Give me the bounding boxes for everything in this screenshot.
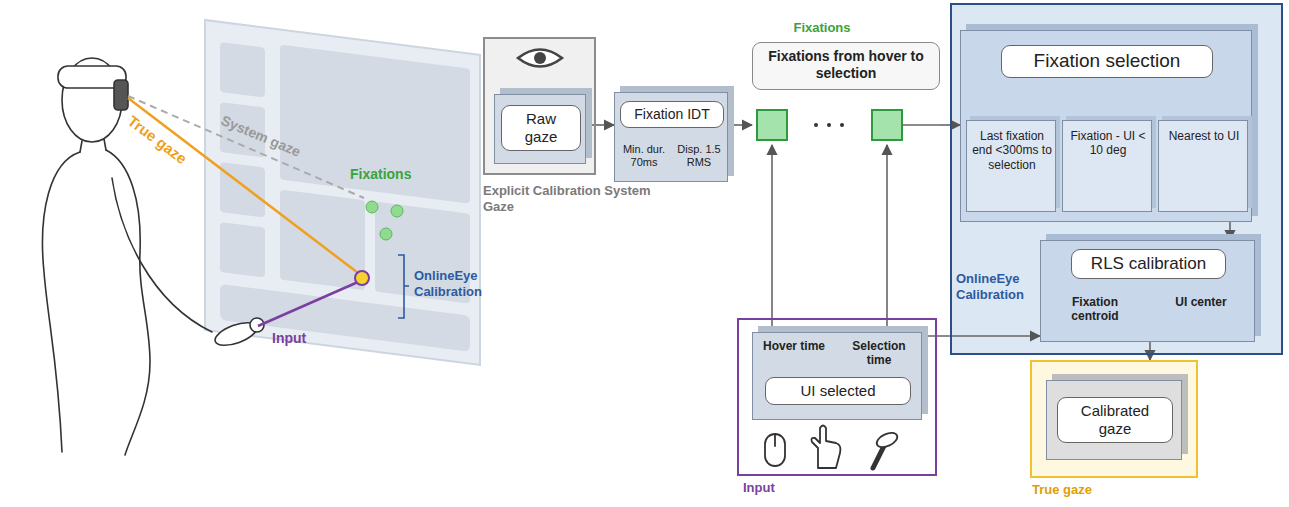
fixation-group: FixationsFixations from hover to selecti… [752,20,940,145]
fixation-dots [380,228,392,240]
process-box: Raw gaze [494,94,586,164]
box-text: UI center [1153,295,1249,309]
label-box: Fixations from hover to selection [752,42,940,90]
flow-arrow [1229,222,1231,240]
input-icons [765,426,900,469]
illustration-label: OnlineEye Calibration [414,268,492,299]
screen-panel [220,42,265,98]
box-title: RLS calibration [1071,249,1226,279]
fixation-squares [757,110,787,140]
person-figure [114,80,128,110]
illustration-label: Input [272,330,306,347]
criterion-box: Nearest to UI [1158,120,1248,212]
box-heading: Input [743,480,813,496]
flow-arrow [1149,342,1151,360]
box-text: Fixation - UI < 10 deg [1066,129,1150,158]
gaze-lines [128,96,364,326]
box-text: Nearest to UI [1162,129,1246,143]
raw-gaze-panel-fill [483,37,596,175]
box-text: Last fixation end <300ms to selection [970,129,1054,172]
box-text: Hover time [757,339,831,353]
flow-arrow [922,335,1040,337]
person-figure [43,152,81,452]
fixation-dots [391,205,403,217]
fixation-squares [840,123,844,127]
input-icons [774,434,776,446]
box-text: Fixations [752,20,892,36]
flow-arrow [586,124,614,126]
input-icons [765,434,785,466]
gaze-lines [258,282,358,326]
box-text: Fixations from hover to selection [755,48,937,82]
screen-panel [220,162,265,218]
box-title: UI selected [765,377,911,405]
gaze-lines [128,98,362,276]
fixation-dots [366,201,403,240]
screen-panel [220,222,265,278]
box-title: Fixation selection [1001,45,1213,78]
output-panel: True gazeCalibrated gaze [1030,360,1198,478]
criterion-box: Last fixation end <300ms to selection [966,120,1056,212]
flow-arrow [771,145,773,332]
screen-panel [205,20,480,365]
input-icons [811,426,840,469]
process-box: Fixation IDT Min. dur. 70msDisp. 1.5 RMS [614,92,728,182]
criterion-box: Fixation - UI < 10 deg [1062,120,1152,212]
target-dot [355,271,369,285]
process-box: Hover time Selection time UI selected [752,332,922,420]
input-icons [873,446,884,468]
box-heading: True gaze [1032,482,1152,498]
input-icons [874,430,899,450]
box-title: Calibrated gaze [1057,397,1173,443]
source-panel: Explicit Calibration System GazeRaw gaze [483,37,596,175]
screen-panel [280,45,470,204]
process-box: Fixation selectionLast fixation end <300… [960,30,1252,222]
flow-arrow [886,145,888,332]
fixation-dots [366,201,378,213]
box-text: Min. dur. 70ms [617,143,671,169]
person-figure [106,150,150,455]
input-panel: InputHover timeSelection timeUI selected [737,318,937,476]
box-text: Fixation centroid [1047,295,1143,324]
eye-icon [534,52,546,64]
fixation-squares [902,124,940,126]
eye-icon [518,50,562,67]
fixation-squares [814,123,818,127]
fixation-squares [827,123,831,127]
screen-panel [280,190,365,291]
box-text: Selection time [839,339,919,368]
fixation-squares [872,110,902,140]
person-figure [80,139,106,152]
box-title: Raw gaze [501,105,581,151]
person-figure [112,178,212,332]
box-heading: Explicit Calibration System Gaze [483,183,653,214]
fixation-squares [757,110,940,140]
illustration-label: System gaze [218,112,303,161]
illustration-label: True gaze [124,112,190,168]
illustration-label: Fixations [350,166,411,183]
process-box: Calibrated gaze [1046,380,1182,460]
box-text: Disp. 1.5 RMS [672,143,726,169]
box-title: Fixation IDT [620,101,724,128]
box-text: OnlineEye Calibration [956,271,1034,302]
flow-arrow [728,124,752,126]
onlineeye-panel-fill [950,3,1283,355]
module-panel: OnlineEye Calibration Fixation selectionL… [950,3,1283,355]
screen-panel [205,20,480,365]
eye-icon [518,50,562,67]
process-box: RLS calibrationFixation centroid UI cente… [1040,240,1255,342]
calibration-bracket [398,255,409,318]
